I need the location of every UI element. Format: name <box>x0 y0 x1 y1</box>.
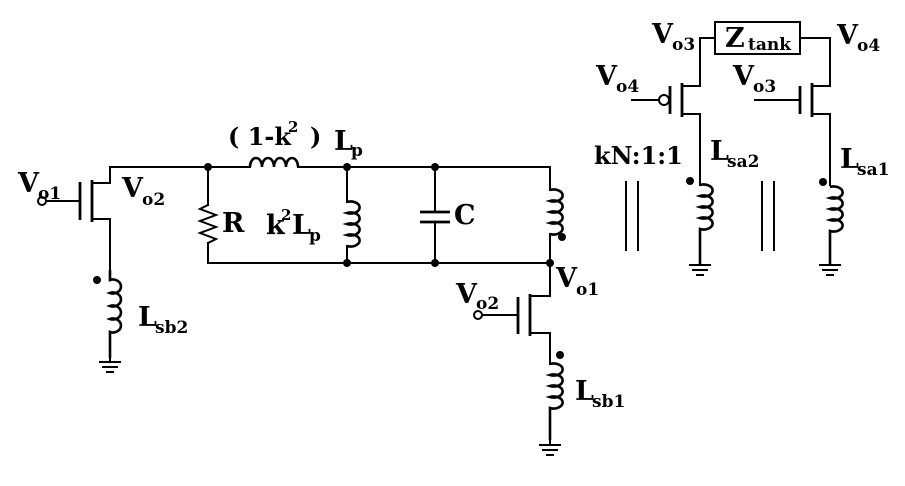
svg-text:p: p <box>309 226 321 246</box>
label-vo2-left: V o2 <box>121 173 165 210</box>
transistor-left <box>37 166 111 271</box>
coupling-bars <box>625 181 775 251</box>
svg-text:o3: o3 <box>753 77 776 97</box>
ground-icon-lsb2 <box>99 357 121 373</box>
svg-text:L: L <box>292 210 311 241</box>
svg-text:2: 2 <box>281 206 291 224</box>
inductor-lsb1 <box>545 351 564 440</box>
svg-text:tank: tank <box>748 35 792 55</box>
svg-text:L: L <box>575 376 594 407</box>
label-r: R <box>222 208 245 239</box>
svg-text:o1: o1 <box>38 184 61 204</box>
label-vo4-gate: V o4 <box>595 61 639 97</box>
svg-text:sb2: sb2 <box>155 318 188 338</box>
label-lsb1: L sb1 <box>575 376 625 412</box>
svg-text:L: L <box>710 136 729 167</box>
svg-text:( 1-k: ( 1-k <box>228 122 292 151</box>
label-turns-ratio: kN:1:1 <box>594 141 683 170</box>
transistor-vo3 <box>754 37 831 186</box>
svg-text:L: L <box>334 126 353 157</box>
transistor-center <box>473 262 551 365</box>
label-z-tank: Z tank <box>725 23 792 55</box>
label-vo4-top: V o4 <box>836 20 880 56</box>
label-shunt-inductor: k 2 L p <box>266 206 321 246</box>
svg-text:Z: Z <box>725 23 745 54</box>
ground-icon-lsa2 <box>689 264 711 276</box>
node-dot <box>431 259 439 267</box>
label-c: C <box>454 200 476 231</box>
label-vo1-center: V o1 <box>555 263 599 300</box>
svg-text:k: k <box>266 210 286 241</box>
label-vo2-center: V o2 <box>455 279 499 314</box>
inductor-lsb2 <box>93 270 123 358</box>
svg-text:V: V <box>455 279 478 310</box>
svg-text:o4: o4 <box>616 77 639 97</box>
svg-text:p: p <box>351 141 363 161</box>
inductor-lsa2 <box>686 177 714 265</box>
inductor-series-leakage <box>248 156 300 168</box>
transistor-vo4 <box>631 37 701 186</box>
capacitor-c <box>420 166 450 264</box>
label-lsa2: L sa2 <box>710 136 759 172</box>
svg-text:V: V <box>121 173 144 204</box>
label-vo3-top: V o3 <box>651 19 695 55</box>
svg-text:V: V <box>17 168 40 199</box>
ground-icon-lsa1 <box>819 264 841 276</box>
svg-text:o3: o3 <box>672 35 695 55</box>
label-lsa1: L sa1 <box>840 144 889 180</box>
svg-text:L: L <box>840 144 859 175</box>
svg-text:sa2: sa2 <box>727 152 759 172</box>
node-dot <box>343 259 351 267</box>
svg-text:2: 2 <box>288 118 298 136</box>
svg-text:V: V <box>555 263 578 294</box>
svg-text:o4: o4 <box>857 36 880 56</box>
svg-text:V: V <box>595 61 618 92</box>
inductor-shunt-k2lp <box>342 166 361 264</box>
label-vo1-left: V o1 <box>17 168 61 204</box>
svg-text:): ) <box>310 122 321 151</box>
svg-text:sb1: sb1 <box>592 392 625 412</box>
label-vo3-gate: V o3 <box>732 61 776 97</box>
svg-text:V: V <box>836 20 859 51</box>
ground-icon-lsb1 <box>539 439 561 456</box>
svg-text:V: V <box>732 61 755 92</box>
svg-text:L: L <box>138 302 157 333</box>
label-lsb2: L sb2 <box>138 302 188 338</box>
svg-text:o2: o2 <box>142 190 165 210</box>
top-rail <box>109 166 551 191</box>
svg-text:sa1: sa1 <box>857 160 889 180</box>
inductor-lsa1 <box>819 178 844 265</box>
label-series-inductor: ( 1-k 2 ) L p <box>228 118 363 161</box>
resistor-r <box>197 166 219 264</box>
svg-text:o1: o1 <box>576 280 599 300</box>
z-tank-box <box>699 21 831 55</box>
inductor-primary <box>545 188 566 264</box>
svg-text:o2: o2 <box>476 294 499 314</box>
svg-text:V: V <box>651 19 674 50</box>
